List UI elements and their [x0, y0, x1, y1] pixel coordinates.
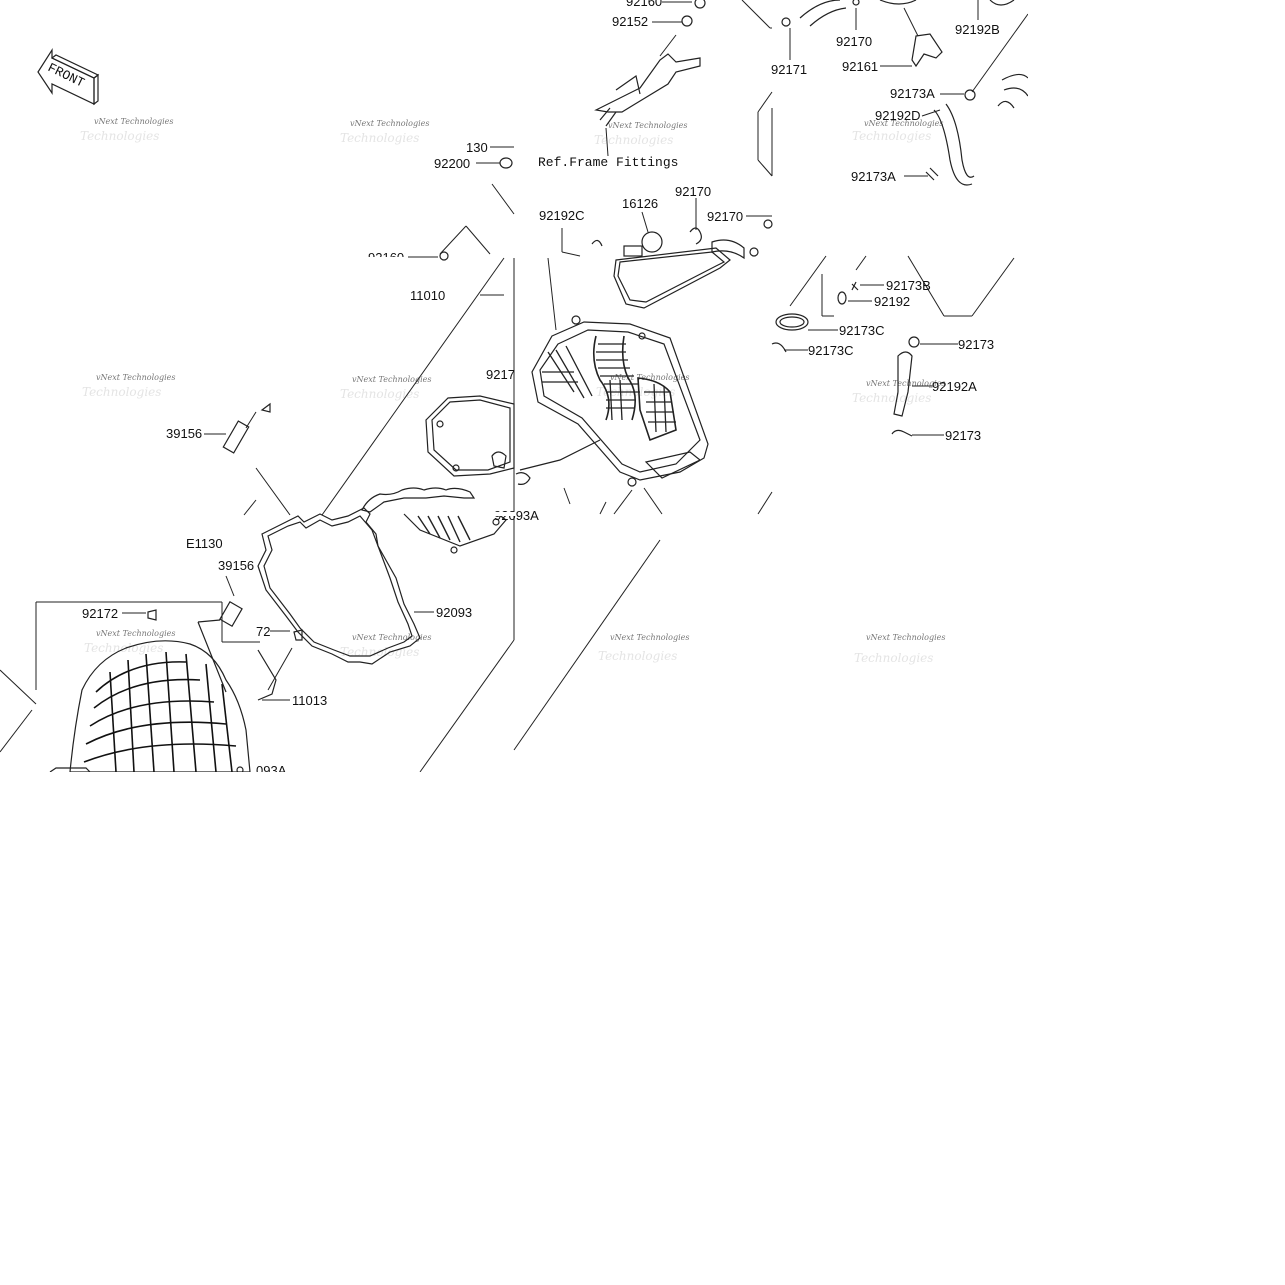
- label-92173B: 92173B: [886, 278, 931, 293]
- watermark-back: Technologies: [80, 129, 159, 143]
- label-39156-2: 39156: [218, 558, 254, 573]
- watermark: vNext Technologies: [610, 373, 689, 382]
- guide-lines: [0, 0, 1029, 773]
- front-arrow-icon: FRONT: [37, 47, 100, 106]
- watermark-back: Technologies: [852, 129, 931, 143]
- watermark-back: Technologies: [854, 651, 933, 665]
- part-labels: 92160 92152 92171 92170 92192B 92161 921…: [82, 0, 1000, 778]
- watermark: vNext Technologies: [866, 379, 945, 388]
- hoses-top-right: [781, 0, 1029, 186]
- watermark: vNext Technologies: [96, 373, 175, 382]
- label-16126: 16126: [622, 196, 658, 211]
- label-92200: 92200: [434, 156, 470, 171]
- label-9217-partial: 9217: [486, 367, 515, 382]
- label-92173A-2: 92173A: [851, 169, 896, 184]
- label-92161: 92161: [842, 59, 878, 74]
- label-92170-right: 92170: [707, 209, 743, 224]
- label-11013: 11013: [292, 693, 327, 708]
- watermark: vNext Technologies: [352, 633, 431, 642]
- watermark-back: Technologies: [82, 385, 161, 399]
- lower-housing-11013: [49, 640, 293, 774]
- watermark: vNext Technologies: [864, 119, 943, 128]
- label-92160-top: 92160: [626, 0, 662, 9]
- watermark-group: Technologies vNext Technologies Technolo…: [80, 117, 945, 665]
- label-92172-2: 72: [256, 624, 270, 639]
- label-92170-mid: 92170: [675, 184, 711, 199]
- label-92173C-1: 92173C: [839, 323, 885, 338]
- watermark: vNext Technologies: [610, 633, 689, 642]
- watermark: vNext Technologies: [96, 629, 175, 638]
- gasket-92093: [257, 507, 421, 665]
- watermark: vNext Technologies: [608, 121, 687, 130]
- label-92093: 92093: [436, 605, 472, 620]
- label-92192B: 92192B: [955, 22, 1000, 37]
- watermark: vNext Technologies: [352, 375, 431, 384]
- small-parts-upper-left: [408, 146, 514, 296]
- bracket-ref-frame: [594, 0, 706, 157]
- label-130: 130: [466, 140, 488, 155]
- label-92172-1: 92172: [82, 606, 118, 621]
- seal-92093A: [361, 487, 507, 554]
- label-11010: 11010: [410, 288, 445, 303]
- label-92093A-1: 92093A: [494, 508, 539, 523]
- label-92192: 92192: [874, 294, 910, 309]
- watermark-back: Technologies: [340, 131, 419, 145]
- label-92192A: 92192A: [932, 379, 977, 394]
- label-92152: 92152: [612, 14, 648, 29]
- label-E1130: E1130: [186, 536, 223, 551]
- clamps-right: [771, 281, 958, 437]
- air-filter-element: [425, 395, 515, 477]
- label-92171: 92171: [771, 62, 807, 77]
- air-box-housing: [515, 315, 709, 487]
- label-92173-1: 92173: [958, 337, 994, 352]
- label-92170-top: 92170: [836, 34, 872, 49]
- label-92192C: 92192C: [539, 208, 585, 223]
- watermark: vNext Technologies: [94, 117, 173, 126]
- valve-assembly: [561, 198, 773, 309]
- watermark: vNext Technologies: [350, 119, 429, 128]
- label-92192D: 92192D: [875, 108, 921, 123]
- label-39156-1: 39156: [166, 426, 202, 441]
- small-parts-left: [122, 402, 434, 693]
- label-92173C-2: 92173C: [808, 343, 854, 358]
- watermark: vNext Technologies: [866, 633, 945, 642]
- label-92173-2: 92173: [945, 428, 981, 443]
- watermark-back: Technologies: [852, 391, 931, 405]
- watermark-back: Technologies: [340, 387, 419, 401]
- label-ref-frame-fittings: Ref.Frame Fittings: [538, 155, 678, 170]
- watermark-back: Technologies: [594, 133, 673, 147]
- watermark-back: Technologies: [598, 649, 677, 663]
- watermark-back: Technologies: [84, 641, 163, 655]
- label-92173A-1: 92173A: [890, 86, 935, 101]
